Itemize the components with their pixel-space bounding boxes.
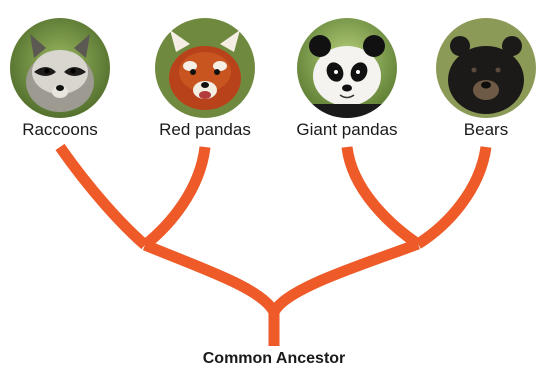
black-bear-photo-icon [436,18,536,118]
branch-raccoons [55,143,149,250]
raccoon-photo-icon [10,18,110,118]
tree-branches [55,143,492,346]
branch-left-clade [142,239,279,315]
root-label-common-ancestor: Common Ancestor [202,350,346,367]
branch-bears [415,146,492,249]
leaf-label-giant-pandas: Giant pandas [296,120,398,139]
branch-red-pandas [141,146,211,250]
branch-giant-pandas [341,146,422,249]
branch-right-clade [269,238,420,316]
leaf-label-bears: Bears [463,120,509,139]
giant-panda-photo-icon [297,18,397,118]
leaf-label-red-pandas: Red pandas [159,120,251,139]
red-panda-photo-icon [155,18,255,118]
leaf-label-raccoons: Raccoons [22,120,98,139]
